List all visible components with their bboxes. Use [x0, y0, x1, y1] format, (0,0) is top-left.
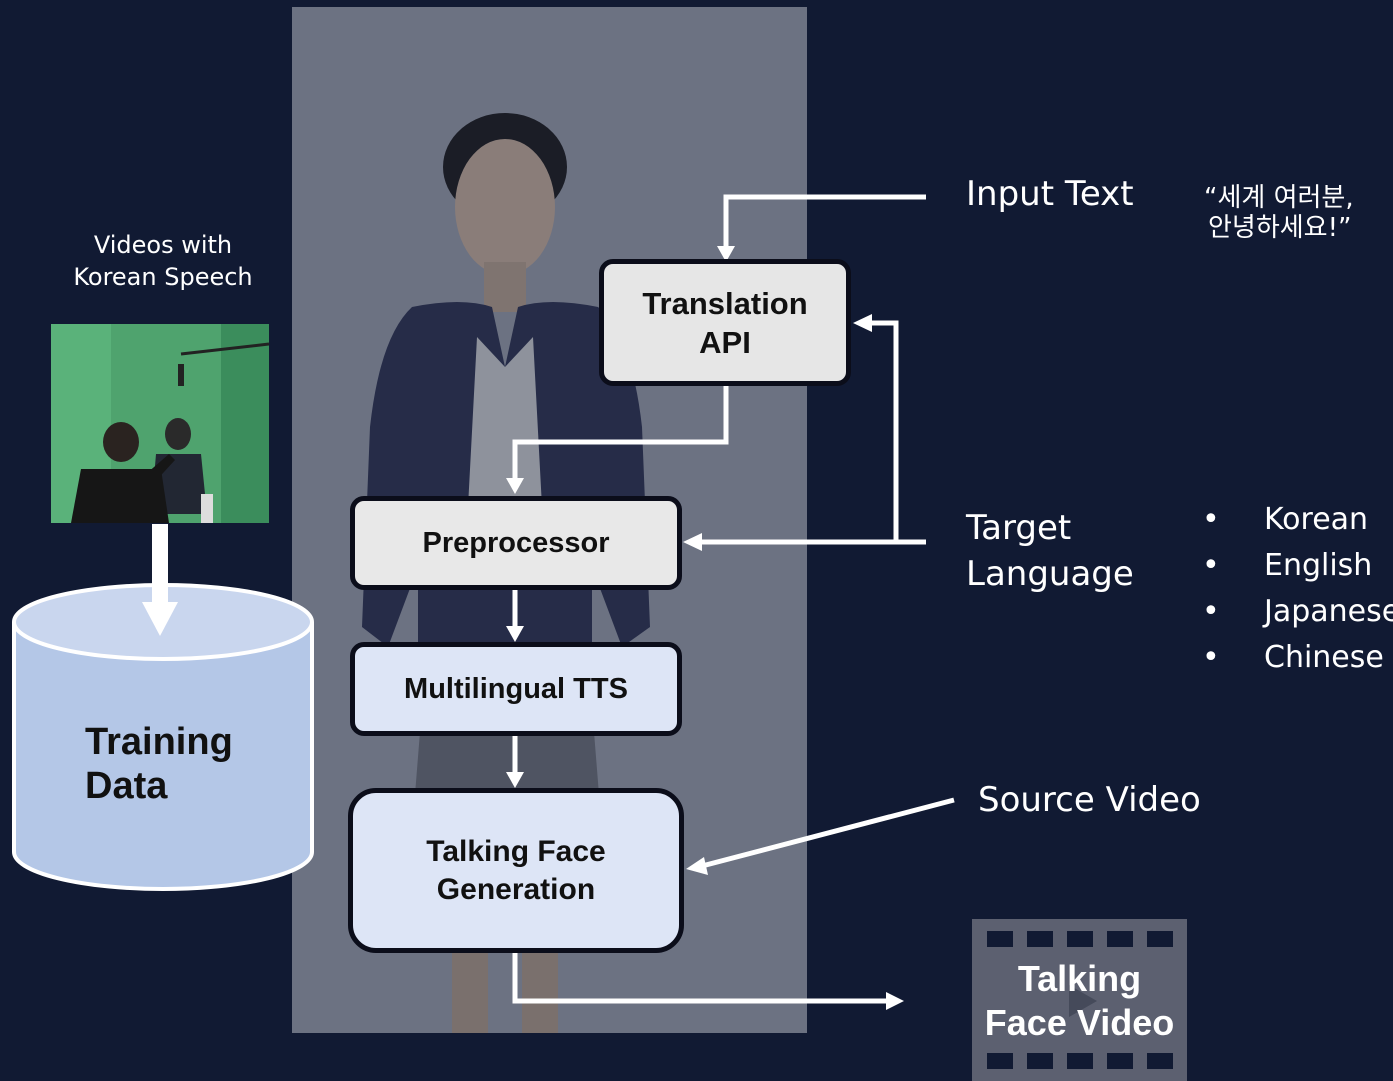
source-video-label: Source Video: [978, 780, 1201, 820]
tts-to-talking-arrowhead: [506, 772, 524, 788]
target-to-preprocessor-arrowhead: [683, 533, 702, 551]
target-line2: Language: [966, 554, 1134, 594]
thumbnail-to-data-arrow-head: [142, 602, 178, 636]
output-line1: Talking: [1017, 958, 1142, 999]
target-to-translation-arrowhead: [853, 314, 872, 332]
output-label: Talking Face Video: [972, 957, 1187, 1045]
training-data-label: Training Data: [85, 720, 233, 808]
input-to-translation-line: [723, 194, 926, 248]
videos-caption-line1: Videos with: [93, 231, 233, 259]
language-item: •Chinese: [1202, 640, 1384, 675]
film-strip-icon: [972, 919, 1187, 1081]
video-thumbnail-illustration: [51, 324, 269, 523]
talking-line1: Talking Face: [426, 834, 606, 868]
preprocessor-to-tts-arrowhead: [506, 626, 524, 642]
language-item: •Japanese: [1202, 594, 1393, 629]
training-data-line2: Data: [85, 765, 168, 807]
translation-api-box: Translation API: [599, 259, 851, 386]
talking-face-generation-box: Talking Face Generation: [348, 788, 684, 953]
target-line1: Target: [966, 508, 1072, 548]
preprocessor-box: Preprocessor: [350, 496, 682, 590]
video-thumbnail: [51, 324, 269, 523]
source-to-talking-line: [701, 797, 955, 869]
translation-to-preprocessor-line: [512, 383, 729, 480]
thumbnail-to-data-arrow-shaft: [152, 524, 168, 604]
talking-to-output-line: [512, 953, 888, 1004]
training-data-cylinder-body: [12, 622, 314, 891]
talking-line2: Generation: [436, 872, 596, 906]
videos-caption-line2: Korean Speech: [73, 263, 253, 291]
input-text-example: “세계 여러분, 안녕하세요!”: [1204, 183, 1354, 243]
translation-to-preprocessor-arrowhead: [506, 478, 524, 494]
videos-caption: Videos with Korean Speech: [50, 229, 276, 293]
input-quote-line1: “세계 여러분,: [1204, 183, 1354, 213]
output-line2: Face Video: [984, 1002, 1175, 1043]
language-item: •English: [1202, 548, 1373, 583]
tts-label: Multilingual TTS: [404, 672, 628, 705]
language-item: •Korean: [1202, 502, 1369, 537]
preprocessor-label: Preprocessor: [422, 526, 610, 559]
input-quote-line2: 안녕하세요!”: [1208, 213, 1352, 243]
input-to-translation-arrowhead: [717, 246, 735, 262]
language-list: •Korean •English •Japanese •Chinese: [1200, 497, 1393, 681]
training-data-line1: Training: [85, 721, 233, 763]
target-language-label: Target Language: [966, 505, 1134, 597]
multilingual-tts-box: Multilingual TTS: [350, 642, 682, 736]
translation-line1: Translation: [642, 285, 808, 321]
input-text-label: Input Text: [966, 174, 1134, 214]
talking-face-video-output: Talking Face Video: [972, 919, 1187, 1081]
source-to-talking-arrowhead: [686, 857, 708, 875]
translation-line2: API: [699, 324, 751, 360]
talking-to-output-arrowhead: [886, 992, 904, 1010]
play-icon: [1069, 985, 1097, 1017]
target-to-translation-line: [870, 320, 926, 545]
